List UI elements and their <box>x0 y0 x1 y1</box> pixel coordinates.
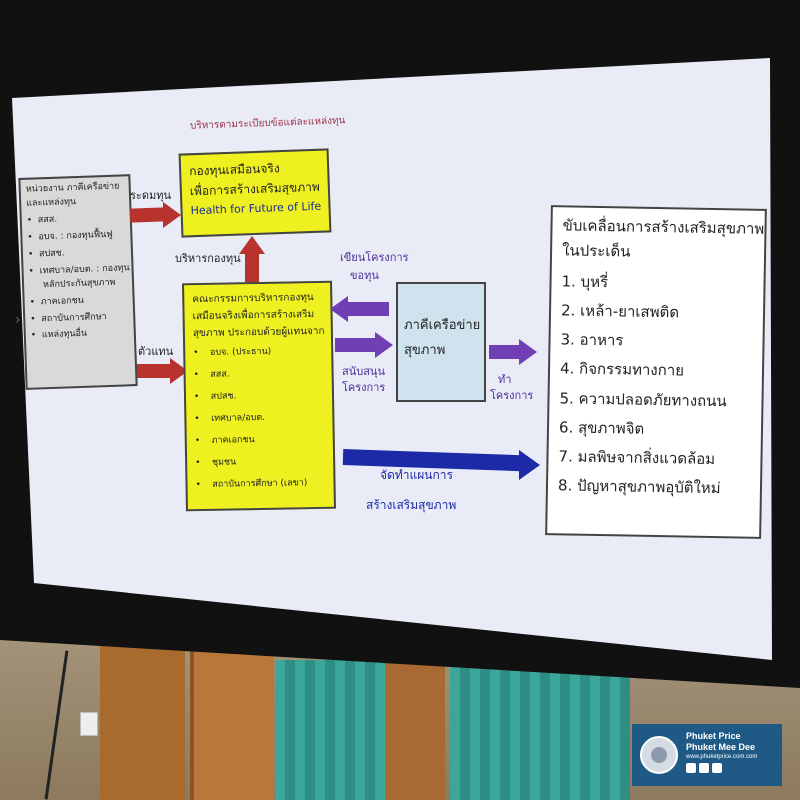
list-item: • สสส. <box>26 214 58 226</box>
label-support-1: สนับสนุน <box>342 365 385 378</box>
source-item-6: สถาบันการศึกษา <box>41 311 107 324</box>
list-item: • เทศบาล/อบต. <box>194 413 266 425</box>
committee-item-0: อบจ. (ประธาน) <box>209 346 272 358</box>
committee-item-6: สถาบันการศึกษา (เลขา) <box>212 478 308 491</box>
label-rep: ตัวแทน <box>138 345 174 358</box>
wooden-panel-right <box>385 660 445 800</box>
label-propose-2: ขอทุน <box>350 269 379 282</box>
sources-title2: และแหล่งทุน <box>26 196 77 209</box>
source-item-5: ภาคเอกชน <box>40 295 85 307</box>
issue-item-7: 7. มลพิษจากสิ่งแวดล้อม <box>558 447 716 469</box>
watermark-line2: Phuket Mee Dee <box>686 742 756 752</box>
list-item: • ภาคเอกชน <box>194 435 255 447</box>
source-item-3: เทศบาล/อบต. : กองทุน <box>39 262 130 277</box>
issue-item-2: 2. เหล้า-ยาเสพติด <box>560 301 680 322</box>
social-icons <box>686 763 757 773</box>
label-raise: ระดมทุน <box>130 189 171 202</box>
wooden-panel <box>190 650 274 800</box>
arrow-do <box>489 345 521 359</box>
arrow-rep <box>137 364 172 378</box>
wall-socket <box>80 712 98 736</box>
label-propose-1: เขียนโครงการ <box>340 251 409 264</box>
list-item: • ชุมชน <box>195 457 237 469</box>
committee-item-3: เทศบาล/อบต. <box>211 413 266 424</box>
issue-item-4: 4. กิจกรรมทางกาย <box>559 359 685 380</box>
network-box: ภาคีเครือข่าย สุขภาพ <box>396 282 486 402</box>
committee-item-1: สสส. <box>210 369 230 380</box>
arrow-propose <box>347 302 389 316</box>
issues-box: ขับเคลื่อนการสร้างเสริมสุขภาพ ในประเด็น … <box>545 205 767 539</box>
arrow-do-head <box>519 339 537 365</box>
fund-box: กองทุนเสมือนจริง เพื่อการสร้างเสริมสุขภา… <box>178 148 332 238</box>
label-plan-2: สร้างเสริมสุขภาพ <box>366 498 457 512</box>
issue-item-1: 1. บุหรี่ <box>561 271 609 291</box>
arrow-raise-head <box>163 202 181 228</box>
seal-logo-icon <box>640 736 678 774</box>
teal-curtain-right <box>450 660 630 800</box>
issue-item-3: 3. อาหาร <box>560 330 624 350</box>
list-item: • แหล่งทุนอื่น <box>30 329 88 342</box>
label-support-2: โครงการ <box>342 381 386 394</box>
teal-curtain <box>275 660 385 800</box>
issues-title2: ในประเด็น <box>561 241 631 261</box>
issue-item-6: 6. สุขภาพจิต <box>558 418 645 438</box>
network-line1: ภาคีเครือข่าย <box>404 318 481 333</box>
issue-item-5: 5. ความปลอดภัยทางถนน <box>559 388 727 410</box>
committee-line3: สุขภาพ ประกอบด้วยผู้แทนจาก <box>192 325 325 340</box>
watermark-url: www.phuketprice.com.com <box>686 754 758 760</box>
watermark: Phuket Price Phuket Mee Dee www.phuketpr… <box>632 724 782 786</box>
committee-item-2: สปสช. <box>210 391 237 402</box>
line-icon <box>699 763 709 773</box>
label-plan-1: จัดทำแผนการ <box>380 468 453 482</box>
arrow-support-head <box>375 332 393 358</box>
network-line2: สุขภาพ <box>404 342 446 358</box>
arrow-plan-head <box>519 450 540 480</box>
arrow-manage <box>245 252 259 284</box>
issue-item-8: 8. ปัญหาสุขภาพอุบัติใหม่ <box>557 476 721 498</box>
source-item-1: อบจ. : กองทุนฟื้นฟู <box>38 229 113 243</box>
youtube-icon <box>712 763 722 773</box>
list-item: • อบจ. : กองทุนฟื้นฟู <box>27 229 113 243</box>
list-item: • สถาบันการศึกษา (เลขา) <box>195 478 308 491</box>
list-item: • สสส. <box>193 369 230 381</box>
label-do-1: ทำ <box>498 373 512 386</box>
fund-line3: Health for Future of Life <box>190 199 322 218</box>
watermark-line1: Phuket Price <box>686 731 741 741</box>
label-manage: บริหารกองทุน <box>175 252 241 265</box>
committee-item-5: ชุมชน <box>211 457 237 469</box>
slide-prev-chevron-icon[interactable]: › <box>15 312 21 328</box>
arrow-raise <box>129 207 166 223</box>
list-item: • สปสช. <box>193 391 237 403</box>
committee-box: คณะกรรมการบริหารกองทุน เสมือนจริงเพื่อกา… <box>182 280 336 512</box>
issues-title1: ขับเคลื่อนการสร้างเสริมสุขภาพ <box>562 216 765 238</box>
list-item: • สถาบันการศึกษา <box>30 311 107 325</box>
arrow-propose-head <box>330 296 348 322</box>
source-item-0: สสส. <box>37 214 58 226</box>
facebook-icon <box>686 763 696 773</box>
arrow-support <box>335 338 377 352</box>
source-item-4: หลักประกันสุขภาพ <box>42 277 116 290</box>
label-do-2: โครงการ <box>490 389 534 402</box>
source-item-2: สปสช. <box>38 248 65 260</box>
list-item: • ภาคเอกชน <box>29 295 85 308</box>
committee-item-4: ภาคเอกชน <box>211 435 255 447</box>
watermark-text: Phuket Price Phuket Mee Dee www.phuketpr… <box>686 731 757 773</box>
source-item-7: แหล่งทุนอื่น <box>41 329 88 341</box>
sources-box: หน่วยงาน ภาคีเครือข่าย และแหล่งทุน • สสส… <box>18 174 138 390</box>
list-item: • สปสช. <box>27 248 65 260</box>
list-item: • อบจ. (ประธาน) <box>193 346 272 359</box>
arrow-manage-head <box>239 236 265 254</box>
